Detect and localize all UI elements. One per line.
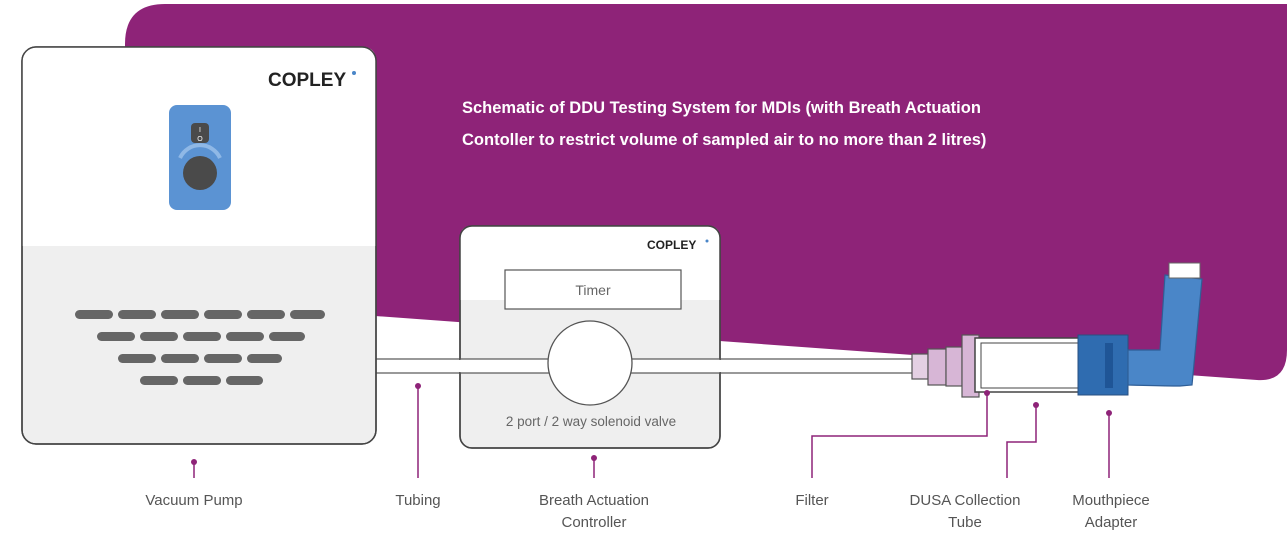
power-switch-on-mark: I	[199, 127, 201, 134]
vacuum-pump: COPLEY I O	[21, 46, 377, 445]
label-mouthpiece-adapter: Mouthpiece Adapter	[1072, 492, 1150, 531]
pump-vents	[75, 310, 325, 385]
label-dusa-collection-tube: DUSA Collection Tube	[909, 492, 1021, 531]
inhaler	[1127, 274, 1203, 387]
leader-lines	[191, 383, 1112, 478]
title-line-2: Contoller to restrict volume of sampled …	[462, 131, 987, 149]
logo-dot-pump	[352, 71, 356, 75]
power-switch[interactable]	[191, 123, 209, 143]
solenoid-valve	[547, 320, 633, 406]
timer-display	[504, 269, 682, 310]
valve-label: 2 port / 2 way solenoid valve	[506, 414, 676, 429]
logo-dot-controller	[705, 239, 709, 243]
copley-logo-controller: COPLEY	[647, 238, 696, 252]
label-filter: Filter	[795, 492, 829, 509]
copley-logo-pump: COPLEY	[268, 70, 346, 91]
pump-control-knob[interactable]	[183, 156, 217, 190]
title-line-1: Schematic of DDU Testing System for MDIs…	[462, 99, 981, 117]
diagram-title: Schematic of DDU Testing System for MDIs…	[462, 92, 1162, 156]
mouthpiece-adapter	[1077, 262, 1203, 396]
label-tubing: Tubing	[395, 492, 441, 509]
label-breath-actuation-controller: Breath Actuation Controller	[538, 492, 650, 531]
timer-label: Timer	[575, 282, 611, 298]
label-vacuum-pump: Vacuum Pump	[145, 492, 243, 509]
breath-actuation-controller: COPLEY Timer 2 port / 2 way solenoid val…	[459, 225, 721, 449]
inhaler-canister-top	[1168, 262, 1201, 279]
power-switch-off-mark: O	[197, 136, 203, 143]
